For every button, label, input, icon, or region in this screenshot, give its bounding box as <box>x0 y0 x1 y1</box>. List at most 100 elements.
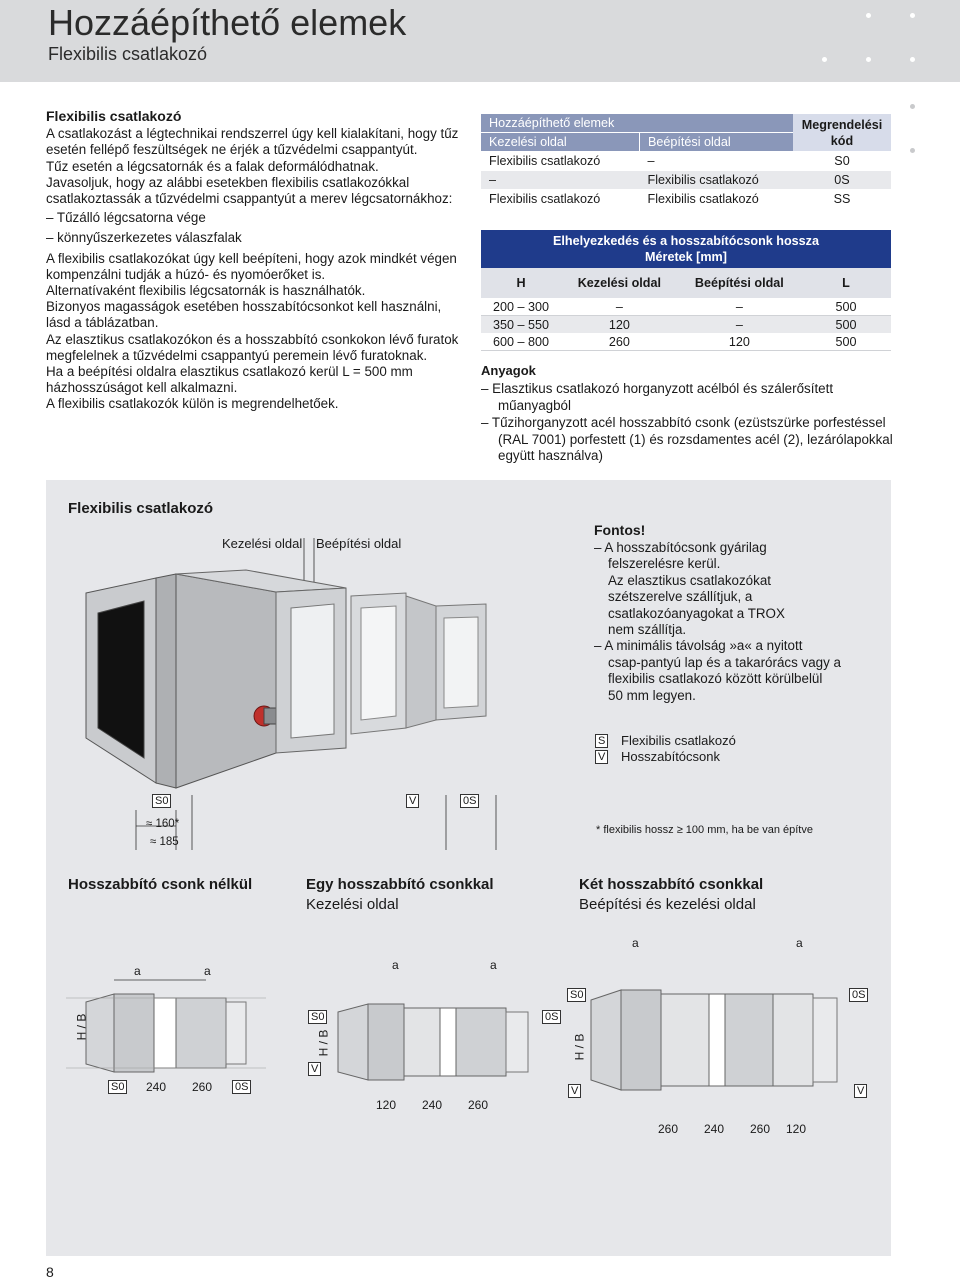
table-cell: 500 <box>835 334 857 349</box>
intro-paragraph: Az elasztikus csatlakozókon és a hosszab… <box>46 331 459 363</box>
table-title-line: Elhelyezkedés és a hosszabítócsonk hossz… <box>553 234 819 248</box>
table-cell: Flexibilis csatlakozó <box>639 189 793 209</box>
intro-paragraph: Ha a beépítési oldalra elasztikus csatla… <box>46 364 413 396</box>
table-cell: S0 <box>793 151 891 171</box>
page-subtitle: Flexibilis csatlakozó <box>48 44 208 64</box>
case1-drawing <box>66 979 266 1073</box>
table-header-row: Elhelyezkedés és a hosszabítócsonk hossz… <box>481 230 891 268</box>
table-cell: 0S <box>793 170 891 190</box>
dim-240: 240 <box>704 1122 725 1136</box>
column-header: Kezelési oldal <box>481 132 640 152</box>
code-v: V <box>406 794 420 808</box>
dimension-185: ≈ 185 <box>150 836 179 848</box>
dim-120: 120 <box>786 1122 807 1136</box>
dim-120: 120 <box>376 1098 397 1112</box>
table-cell: SS <box>793 189 891 209</box>
code-s0: S0 <box>152 794 172 808</box>
table-header-row: Kezelési oldal Beépítési oldal <box>481 132 891 152</box>
case2-title: Egy hosszabbító csonkkal <box>306 876 494 893</box>
decor-dot <box>866 13 871 18</box>
note-line: flexibilis csatlakozó között körülbelül <box>608 671 823 687</box>
dim-a: a <box>204 964 211 978</box>
intro-paragraph: Javasoljuk, hogy az alábbi esetekben fle… <box>46 174 453 207</box>
column-header: H <box>481 268 561 298</box>
important-notes: – A hosszabítócsonk gyárilag felszerelés… <box>594 540 841 704</box>
table-header-row: H Kezelési oldal Beépítési oldal L <box>481 268 891 298</box>
legend-v-text: Hosszabítócsonk <box>621 749 720 764</box>
table-header-row: Hozzáépíthető elemek Megrendelési kód <box>481 114 891 152</box>
code-v: V <box>854 1084 868 1098</box>
materials-heading: Anyagok <box>481 363 536 378</box>
intro-paragraph: Alternatívaként flexibilis légcsatornák … <box>46 283 366 299</box>
dimension-table: Elhelyezkedés és a hosszabítócsonk hossz… <box>481 230 891 351</box>
label-beepitesi: Beépítési oldal <box>316 536 402 551</box>
materials-section: Anyagok – Elasztikus csatlakozó horganyz… <box>481 363 901 465</box>
column-header: Megrendelési kód <box>793 114 891 152</box>
table-cell: 350 – 550 <box>492 317 550 332</box>
code-s0: S0 <box>567 988 587 1002</box>
page-number: 8 <box>46 1264 54 1280</box>
table-row: 200 – 300 – – 500 <box>481 298 891 316</box>
dimension-160: ≈ 160* <box>146 818 180 830</box>
decor-dot <box>910 104 915 109</box>
figure-panel: Flexibilis csatlakozó Kezelési oldal Beé… <box>46 480 891 1256</box>
decor-dot <box>910 13 915 18</box>
table-cell: Flexibilis csatlakozó <box>639 170 793 190</box>
dim-240: 240 <box>146 1080 167 1094</box>
dim-a: a <box>632 936 639 950</box>
table-cell: – <box>735 317 743 332</box>
case2-drawing <box>337 1003 529 1081</box>
code-s0: S0 <box>108 1080 128 1094</box>
table-cell: 260 <box>608 334 630 349</box>
note-line: – A minimális távolság »a« a nyitott <box>594 638 803 654</box>
case1-title: Hosszabbító csonk nélkül <box>68 876 253 893</box>
decor-dot <box>866 57 871 62</box>
code-0s: 0S <box>849 988 869 1002</box>
page-header: Hozzáépíthető elemek Flexibilis csatlako… <box>0 0 960 82</box>
table-row: – Flexibilis csatlakozó 0S <box>481 170 891 190</box>
dimension-strip <box>135 795 497 850</box>
column-header: Beépítési oldal <box>639 132 793 152</box>
dim-260: 260 <box>468 1098 489 1112</box>
table-cell: 120 <box>728 334 750 349</box>
table-row: Flexibilis csatlakozó – S0 <box>481 151 891 171</box>
table-cell: – <box>615 299 623 314</box>
table-title-line: Méretek [mm] <box>645 250 727 264</box>
table-title: Elhelyezkedés és a hosszabítócsonk hossz… <box>481 230 891 268</box>
note-line: – A hosszabítócsonk gyárilag <box>594 540 767 555</box>
intro-paragraph: Bizonyos magasságok esetében hosszabítóc… <box>46 299 442 331</box>
dim-240: 240 <box>422 1098 443 1112</box>
intro-list-item: – Tűzálló légcsatorna vége <box>46 210 206 226</box>
table-cell: Flexibilis csatlakozó <box>481 151 640 171</box>
intro-text: Flexibilis csatlakozó A csatlakozást a l… <box>46 108 466 413</box>
important-heading: Fontos! <box>594 522 646 538</box>
materials-item: – Elasztikus csatlakozó horganyzott acél… <box>481 381 834 413</box>
code-v: V <box>308 1062 322 1076</box>
case3-drawing <box>590 989 838 1091</box>
page-title: Hozzáépíthető elemek <box>48 2 407 43</box>
table-cell: Flexibilis csatlakozó <box>481 189 640 209</box>
dim-a: a <box>392 958 399 972</box>
legend-s-box: S <box>595 734 609 748</box>
code-0s: 0S <box>232 1080 252 1094</box>
decor-dot <box>822 57 827 62</box>
case3-title: Két hosszabbító csonkkal <box>579 876 764 893</box>
intro-paragraph: A flexibilis csatlakozók külön is megren… <box>46 396 339 412</box>
intro-heading: Flexibilis csatlakozó <box>46 108 182 124</box>
connector-illustration <box>85 538 487 789</box>
table-row: 600 – 800 260 120 500 <box>481 333 891 351</box>
case2-subtitle: Kezelési oldal <box>306 896 399 913</box>
decor-dot <box>910 148 915 153</box>
dim-260: 260 <box>192 1080 213 1094</box>
materials-item: – Tűzihorganyzott acél hosszabbító csonk… <box>481 415 893 464</box>
intro-paragraph: Tűz esetén a légcsatornák és a falak def… <box>46 158 379 174</box>
code-0s: 0S <box>460 794 480 808</box>
table-cell: 600 – 800 <box>492 334 550 349</box>
legend-v-box: V <box>595 750 609 764</box>
intro-list-item: – könnyűszerkezetes válaszfalak <box>46 230 242 246</box>
column-header: L <box>801 268 891 298</box>
decor-dot <box>910 57 915 62</box>
dim-hb: H / B <box>572 1033 587 1061</box>
dim-hb: H / B <box>316 1029 331 1057</box>
dim-a: a <box>796 936 803 950</box>
